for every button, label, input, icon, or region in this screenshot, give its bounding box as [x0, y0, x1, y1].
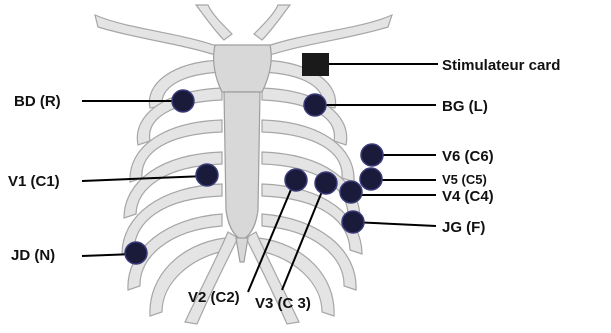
electrode-bg — [304, 94, 326, 116]
electrode-jd — [125, 242, 147, 264]
electrode-jg — [342, 211, 364, 233]
electrode-v3 — [315, 172, 337, 194]
xiphoid-process — [236, 238, 248, 262]
label-jd: JD (N) — [11, 247, 55, 264]
electrode-v5 — [360, 168, 382, 190]
label-bd: BD (R) — [14, 93, 61, 110]
upper-vertebra-left — [196, 5, 232, 40]
label-stimulator: Stimulateur card — [442, 57, 560, 74]
upper-vertebra-right — [254, 5, 290, 40]
stimulator-pad — [302, 53, 329, 76]
label-bg: BG (L) — [442, 98, 488, 115]
label-v2: V2 (C2) — [188, 289, 240, 306]
label-jg: JG (F) — [442, 219, 485, 236]
rib-cage-illustration — [95, 5, 392, 324]
label-v1: V1 (C1) — [8, 173, 60, 190]
label-v5: V5 (C5) — [442, 172, 487, 187]
electrode-v6 — [361, 144, 383, 166]
electrode-v4 — [340, 181, 362, 203]
electrode-v1 — [196, 164, 218, 186]
label-v6: V6 (C6) — [442, 148, 494, 165]
electrode-v2 — [285, 169, 307, 191]
sternum — [224, 92, 260, 240]
manubrium — [214, 45, 272, 92]
electrode-bd — [172, 90, 194, 112]
label-v3: V3 (C 3) — [255, 295, 311, 312]
label-v4: V4 (C4) — [442, 188, 494, 205]
